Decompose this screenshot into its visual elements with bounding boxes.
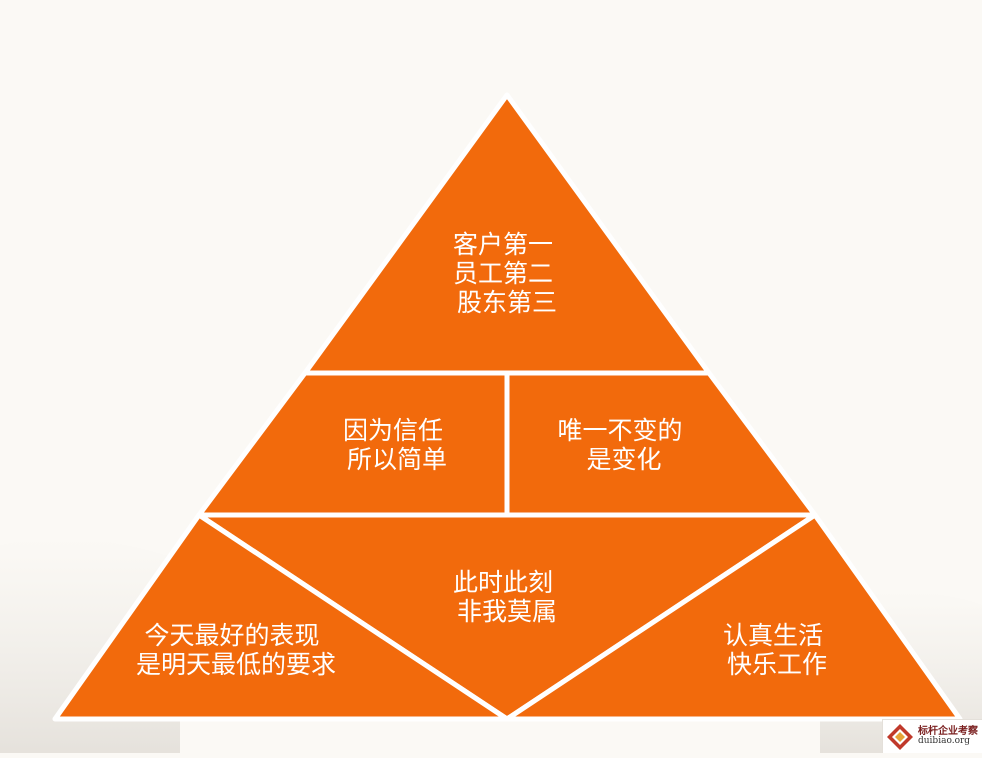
middle-left-segment-label: 因为信任 所以简单 (343, 416, 451, 474)
watermark-url: duibiao.org (918, 736, 971, 747)
bottom-right-segment-label: 认真生活 快乐工作 (723, 621, 831, 679)
watermark-name: 标杆企业考察 (918, 726, 978, 738)
top-segment-label: 客户第一 员工第二 股东第三 (453, 230, 561, 317)
bottom-center-segment-label: 此时此刻 非我莫属 (453, 568, 561, 626)
pyramid-bottom-left-segment (52, 512, 510, 722)
middle-right-segment-label: 唯一不变的 是变化 (558, 416, 691, 474)
diamond-logo-icon (885, 721, 915, 752)
pyramid-bottom-right-segment (504, 512, 963, 722)
bottom-left-segment-label: 今天最好的表现 是明天最低的要求 (136, 621, 336, 679)
watermark: 标杆企业考察 duibiao.org (882, 719, 982, 753)
